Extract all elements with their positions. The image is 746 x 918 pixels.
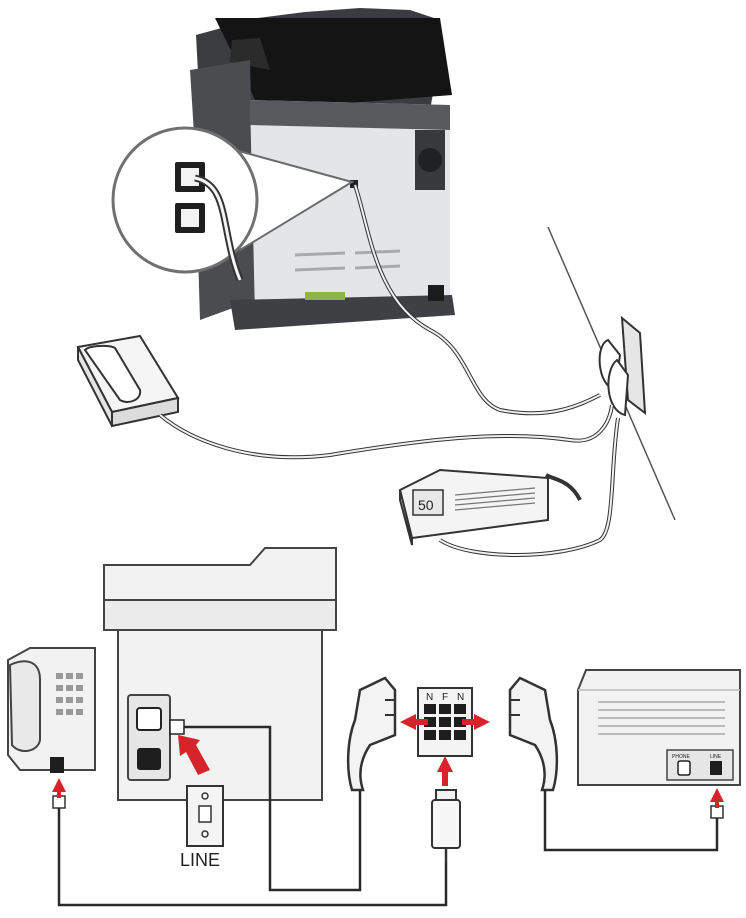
port-zoom-callout bbox=[111, 126, 355, 282]
answering-machine-icon: 50 bbox=[398, 468, 549, 546]
arrow-left-icon bbox=[400, 714, 428, 730]
wall-socket-icon bbox=[598, 315, 647, 417]
wall-jack-line-icon: LINE bbox=[180, 785, 224, 870]
printer-ports bbox=[136, 707, 185, 770]
socket-arrows bbox=[400, 714, 490, 786]
socket-letter-n2: N bbox=[457, 692, 464, 703]
top-illustration: 50 bbox=[76, 8, 676, 557]
bottom-plug-icon bbox=[431, 789, 461, 862]
arrow-up-icon bbox=[437, 756, 453, 786]
socket-letter-n1: N bbox=[426, 692, 433, 703]
telephone-icon bbox=[76, 334, 180, 428]
line-jack-label: LINE bbox=[180, 850, 220, 870]
tae-plug-left-icon bbox=[346, 676, 397, 792]
port-label-line: LINE bbox=[710, 754, 722, 760]
answering-machine-display: 50 bbox=[418, 497, 434, 513]
telephone-icon bbox=[7, 647, 96, 773]
bottom-schematic: LINE N bbox=[7, 547, 741, 907]
tae-plug-right-icon bbox=[508, 676, 559, 792]
socket-letter-f: F bbox=[442, 692, 448, 703]
small-arrows bbox=[52, 778, 724, 808]
top-cables-inner bbox=[159, 184, 619, 556]
answering-machine-right-icon: PHONE LINE bbox=[577, 669, 741, 786]
schematic-wires bbox=[57, 725, 719, 907]
arrow-right-icon bbox=[462, 714, 490, 730]
port-label-phone: PHONE bbox=[672, 754, 690, 760]
insert-arrow-icon bbox=[178, 735, 210, 775]
